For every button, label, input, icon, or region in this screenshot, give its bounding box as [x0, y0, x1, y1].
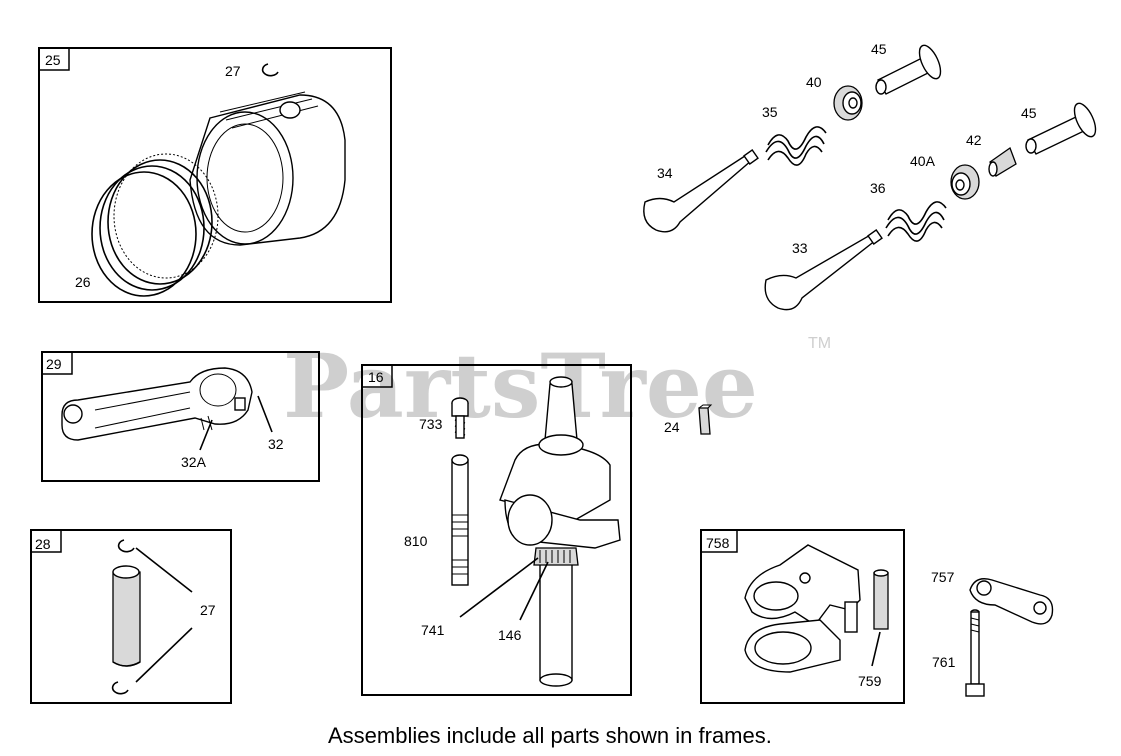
callout-40: 40 — [806, 74, 822, 90]
watermark-text: PartsTree — [283, 334, 758, 438]
part-piston[interactable] — [189, 91, 346, 246]
callout-810: 810 — [404, 533, 428, 549]
callout-45-upper: 45 — [871, 41, 887, 57]
part-valve-34[interactable] — [643, 149, 759, 233]
frame-number-16: 16 — [368, 369, 384, 385]
part-pin-clip-lower[interactable] — [111, 681, 129, 695]
part-piston-pin[interactable] — [112, 565, 141, 667]
part-connecting-rod[interactable] — [61, 367, 253, 441]
callout-45-lower: 45 — [1021, 105, 1037, 121]
frame-758: 758 759 — [700, 529, 905, 704]
callout-35: 35 — [762, 104, 778, 120]
part-pin-clip-upper[interactable] — [117, 539, 135, 553]
callout-761: 761 — [932, 654, 956, 670]
part-governor-bracket[interactable] — [744, 544, 861, 673]
part-retainer-40[interactable] — [833, 85, 863, 121]
part-pin-810[interactable] — [451, 454, 469, 586]
part-valve-33[interactable] — [764, 229, 883, 311]
frame-29: 29 32 32A — [41, 351, 320, 482]
callout-32a: 32A — [181, 454, 207, 470]
frame-16: 16 733 810 — [361, 364, 632, 696]
watermark-tm: TM — [808, 335, 831, 352]
callout-757: 757 — [931, 569, 955, 585]
callout-146: 146 — [498, 627, 522, 643]
part-valve-guide-45-lower[interactable] — [1025, 100, 1100, 155]
callout-34: 34 — [657, 165, 673, 181]
callout-27-frame28: 27 — [200, 602, 216, 618]
callout-733: 733 — [419, 416, 443, 432]
part-governor-pin-759[interactable] — [873, 569, 889, 630]
part-valve-guide-45-upper[interactable] — [875, 42, 945, 95]
callout-27: 27 — [225, 63, 241, 79]
callout-42: 42 — [966, 132, 982, 148]
part-retaining-ring[interactable] — [261, 63, 279, 77]
frame-number-25: 25 — [45, 52, 61, 68]
callout-759: 759 — [858, 673, 882, 689]
frame-28: 28 27 — [30, 529, 232, 704]
callout-36: 36 — [870, 180, 886, 196]
part-crankshaft[interactable] — [499, 376, 621, 687]
part-bolt-761[interactable] — [965, 609, 985, 697]
part-valve-spring-36[interactable] — [885, 201, 947, 242]
frame-number-28: 28 — [35, 536, 51, 552]
callout-32: 32 — [268, 436, 284, 452]
frame-number-29: 29 — [46, 356, 62, 372]
callout-26: 26 — [75, 274, 91, 290]
part-key-24[interactable] — [698, 404, 713, 435]
valve-train-group: 34 35 40 45 45 4 — [643, 41, 1100, 311]
callout-24: 24 — [664, 419, 680, 435]
frame-25: 25 27 26 — [38, 47, 392, 303]
part-governor-arm-757[interactable] — [969, 578, 1054, 625]
part-valve-keeper-42[interactable] — [988, 146, 1017, 177]
part-valve-spring-35[interactable] — [765, 126, 827, 166]
part-screw-733[interactable] — [451, 397, 469, 439]
part-piston-rings[interactable] — [91, 153, 219, 297]
footer-caption: Assemblies include all parts shown in fr… — [328, 723, 772, 748]
part-retainer-40a[interactable] — [950, 164, 980, 200]
callout-40a: 40A — [910, 153, 936, 169]
callout-33: 33 — [792, 240, 808, 256]
frame-number-758: 758 — [706, 535, 730, 551]
callout-741: 741 — [421, 622, 445, 638]
